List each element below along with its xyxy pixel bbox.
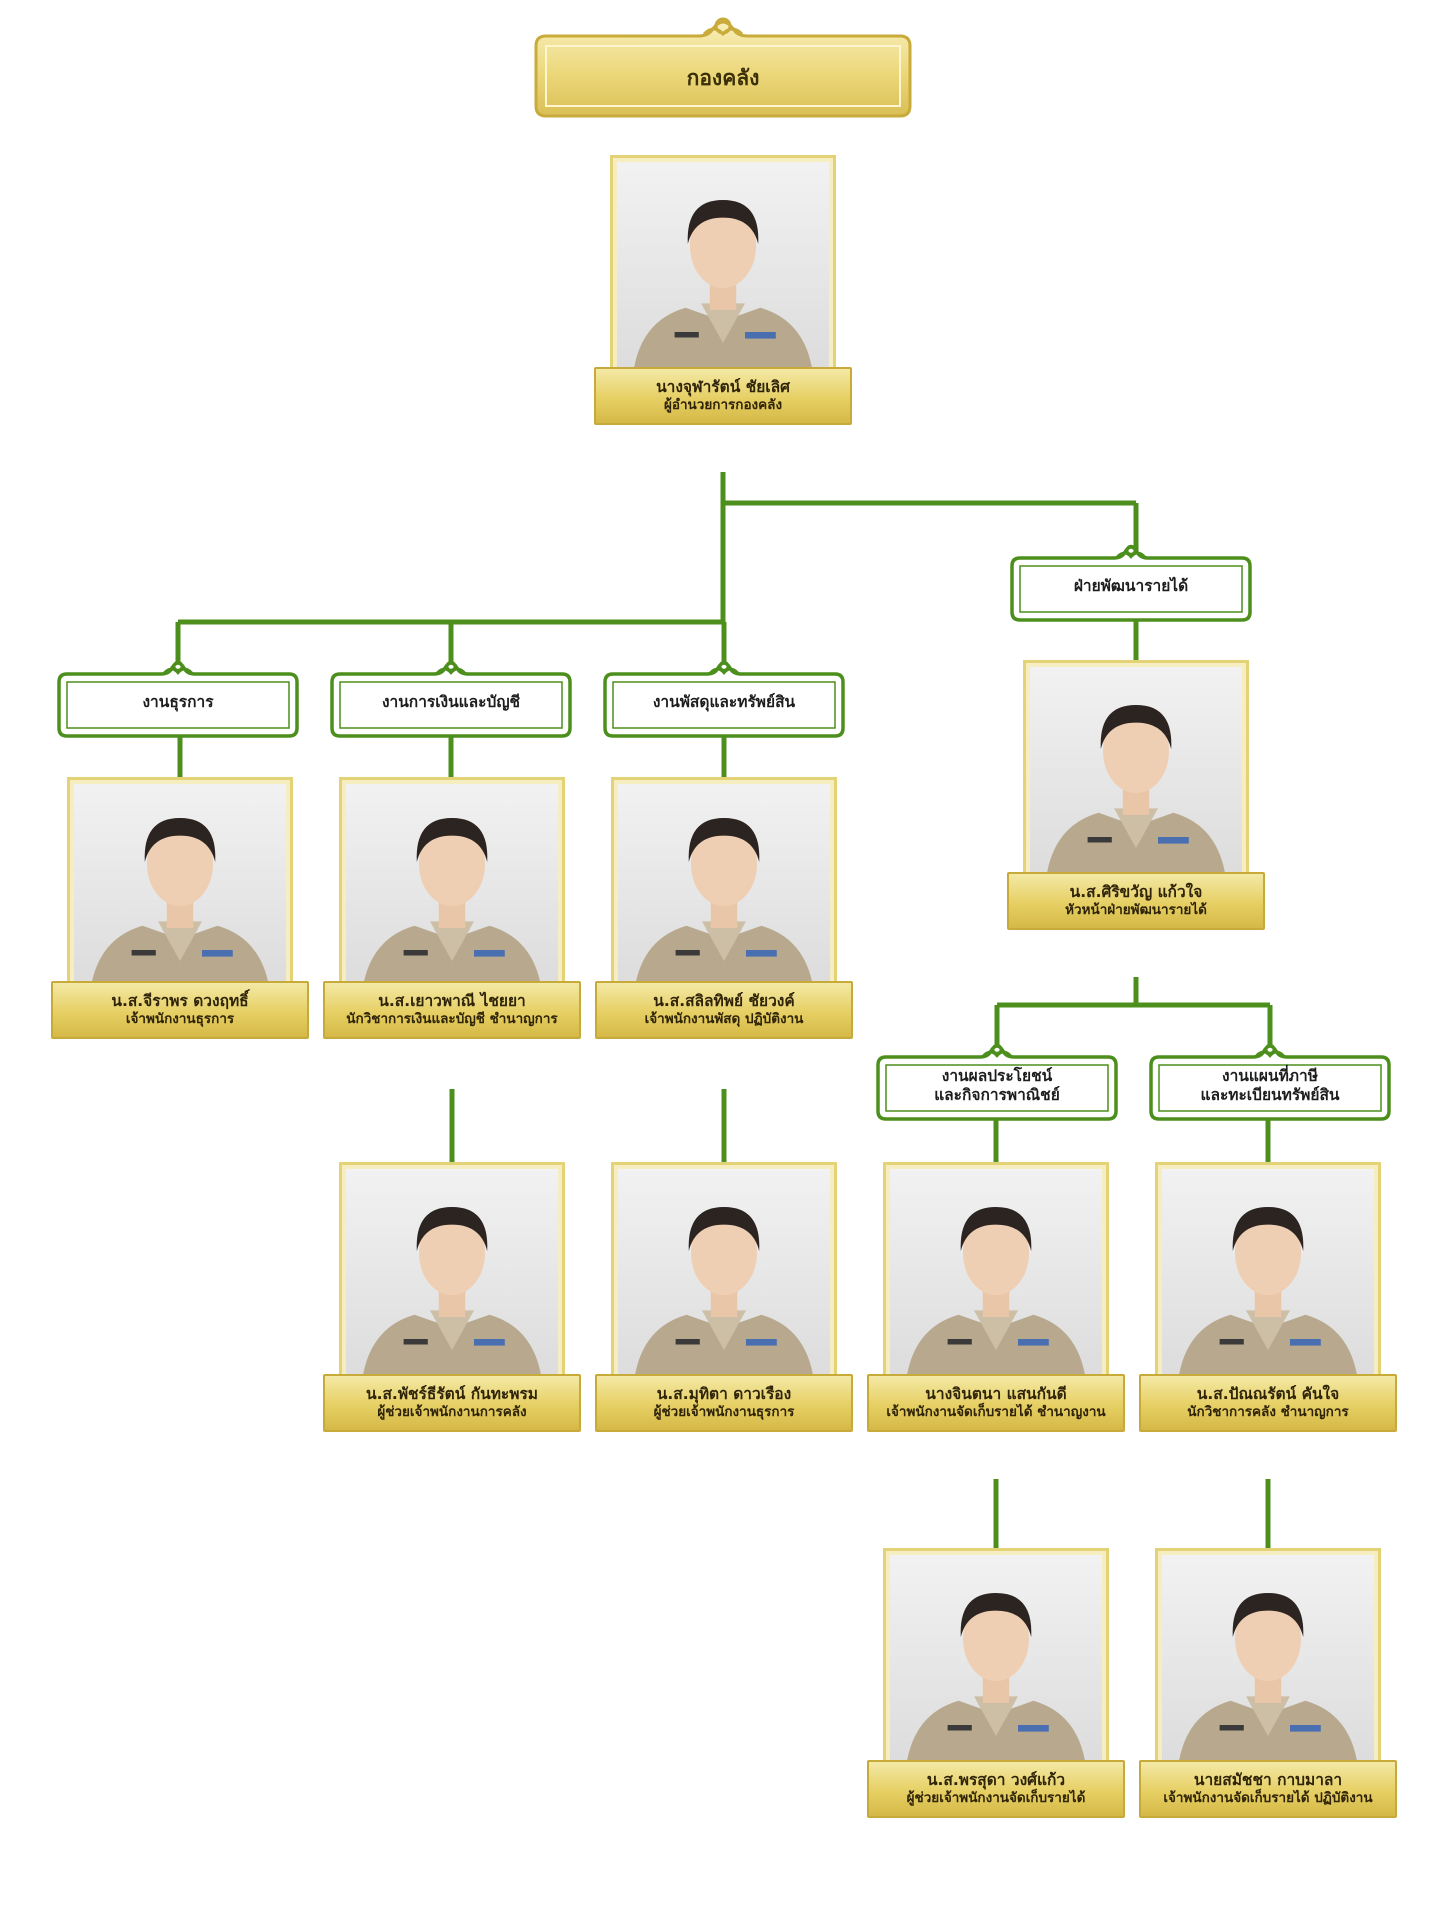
unit-label: งานพัสดุและทรัพย์สิน (652, 693, 796, 712)
person-name: น.ส.ศิริขวัญ แก้วใจ (1069, 883, 1203, 902)
unit-supply: งานพัสดุและทรัพย์สิน (597, 652, 851, 746)
person-name: น.ส.เยาวพาณี ไชยยา (378, 992, 526, 1011)
person-name: น.ส.มุทิตา ดาวเรือง (656, 1385, 792, 1404)
person-position: ผู้ช่วยเจ้าพนักงานจัดเก็บรายได้ (906, 1790, 1086, 1807)
person-card: น.ส.สลิลทิพย์ ชัยวงค์เจ้าพนักงานพัสดุ ปฏ… (595, 777, 853, 1039)
person-position: ผู้ช่วยเจ้าพนักงานการคลัง (377, 1404, 527, 1421)
person-portrait (90, 818, 270, 988)
person-name: นางจุฬารัตน์ ชัยเลิศ (656, 378, 790, 397)
person-name: น.ส.จีราพร ดวงฤทธิ์ (111, 992, 249, 1011)
person-name: น.ส.พัชร์ธีรัตน์ กันทะพรม (365, 1385, 539, 1404)
photo-frame (610, 155, 836, 377)
unit-label: งานการเงินและบัญชี (381, 693, 521, 712)
person-position: หัวหน้าฝ่ายพัฒนารายได้ (1065, 902, 1207, 919)
photo-frame (1023, 660, 1249, 882)
person-portrait (1178, 1593, 1358, 1767)
person-position: นักวิชาการเงินและบัญชี ชำนาญการ (346, 1011, 558, 1028)
person-card: น.ส.ศิริขวัญ แก้วใจหัวหน้าฝ่ายพัฒนารายได… (1007, 660, 1265, 930)
photo-frame (611, 1162, 837, 1384)
person-portrait (1178, 1207, 1358, 1381)
title-banner: กองคลัง (526, 10, 920, 120)
unit-mapping: งานแผนที่ภาษี และทะเบียนทรัพย์สิน (1143, 1035, 1397, 1129)
person-card: นางจินตนา แสนกันดีเจ้าพนักงานจัดเก็บรายไ… (867, 1162, 1125, 1432)
name-plate: น.ส.พรสุดา วงศ์แก้วผู้ช่วยเจ้าพนักงานจัด… (867, 1760, 1125, 1818)
photo-frame (67, 777, 293, 991)
page-title: กองคลัง (686, 66, 760, 90)
person-card: น.ส.ปัณณรัตน์ คันใจนักวิชาการคลัง ชำนาญก… (1139, 1162, 1397, 1432)
person-name: น.ส.พรสุดา วงศ์แก้ว (926, 1771, 1066, 1790)
person-name: น.ส.สลิลทิพย์ ชัยวงค์ (653, 992, 795, 1011)
person-card: น.ส.พรสุดา วงศ์แก้วผู้ช่วยเจ้าพนักงานจัด… (867, 1548, 1125, 1818)
photo-frame (1155, 1548, 1381, 1770)
name-plate: น.ส.สลิลทิพย์ ชัยวงค์เจ้าพนักงานพัสดุ ปฏ… (595, 981, 853, 1039)
photo-frame (883, 1548, 1109, 1770)
person-position: ผู้ช่วยเจ้าพนักงานธุรการ (653, 1404, 795, 1421)
unit-admin: งานธุรการ (51, 652, 305, 746)
name-plate: น.ส.ศิริขวัญ แก้วใจหัวหน้าฝ่ายพัฒนารายได… (1007, 872, 1265, 930)
person-position: เจ้าพนักงานพัสดุ ปฏิบัติงาน (644, 1011, 804, 1028)
person-portrait (906, 1593, 1086, 1767)
person-position: ผู้อำนวยการกองคลัง (663, 397, 783, 414)
name-plate: น.ส.พัชร์ธีรัตน์ กันทะพรมผู้ช่วยเจ้าพนัก… (323, 1374, 581, 1432)
person-card: น.ส.จีราพร ดวงฤทธิ์เจ้าพนักงานธุรการ (51, 777, 309, 1039)
person-position: เจ้าพนักงานธุรการ (125, 1011, 235, 1028)
unit-label: งานธุรการ (142, 693, 214, 712)
unit-label: งานผลประโยชน์ และกิจการพาณิชย์ (934, 1066, 1060, 1104)
person-portrait (362, 818, 542, 988)
unit-label: งานแผนที่ภาษี และทะเบียนทรัพย์สิน (1200, 1066, 1340, 1104)
person-position: เจ้าพนักงานจัดเก็บรายได้ ปฏิบัติงาน (1163, 1790, 1373, 1807)
photo-frame (339, 777, 565, 991)
name-plate: น.ส.เยาวพาณี ไชยยานักวิชาการเงินและบัญชี… (323, 981, 581, 1039)
person-card: นางจุฬารัตน์ ชัยเลิศผู้อำนวยการกองคลัง (594, 155, 852, 425)
person-name: น.ส.ปัณณรัตน์ คันใจ (1196, 1385, 1340, 1404)
unit-finance: งานการเงินและบัญชี (324, 652, 578, 746)
person-card: น.ส.มุทิตา ดาวเรืองผู้ช่วยเจ้าพนักงานธุร… (595, 1162, 853, 1432)
name-plate: นางจินตนา แสนกันดีเจ้าพนักงานจัดเก็บรายไ… (867, 1374, 1125, 1432)
photo-frame (611, 777, 837, 991)
unit-commerce: งานผลประโยชน์ และกิจการพาณิชย์ (870, 1035, 1124, 1129)
name-plate: น.ส.ปัณณรัตน์ คันใจนักวิชาการคลัง ชำนาญก… (1139, 1374, 1397, 1432)
person-card: น.ส.เยาวพาณี ไชยยานักวิชาการเงินและบัญชี… (323, 777, 581, 1039)
photo-frame (339, 1162, 565, 1384)
unit-revenue: ฝ่ายพัฒนารายได้ (1004, 536, 1258, 630)
name-plate: นายสมัชชา กาบมาลาเจ้าพนักงานจัดเก็บรายได… (1139, 1760, 1397, 1818)
person-card: น.ส.พัชร์ธีรัตน์ กันทะพรมผู้ช่วยเจ้าพนัก… (323, 1162, 581, 1432)
person-position: นักวิชาการคลัง ชำนาญการ (1187, 1404, 1349, 1421)
person-name: นางจินตนา แสนกันดี (925, 1385, 1067, 1404)
name-plate: น.ส.จีราพร ดวงฤทธิ์เจ้าพนักงานธุรการ (51, 981, 309, 1039)
person-portrait (1046, 705, 1226, 879)
person-card: นายสมัชชา กาบมาลาเจ้าพนักงานจัดเก็บรายได… (1139, 1548, 1397, 1818)
person-portrait (634, 818, 814, 988)
person-portrait (634, 1207, 814, 1381)
person-name: นายสมัชชา กาบมาลา (1193, 1771, 1343, 1790)
person-portrait (362, 1207, 542, 1381)
person-position: เจ้าพนักงานจัดเก็บรายได้ ชำนาญงาน (886, 1404, 1106, 1421)
name-plate: น.ส.มุทิตา ดาวเรืองผู้ช่วยเจ้าพนักงานธุร… (595, 1374, 853, 1432)
photo-frame (883, 1162, 1109, 1384)
person-portrait (906, 1207, 1086, 1381)
photo-frame (1155, 1162, 1381, 1384)
person-portrait (633, 200, 813, 374)
name-plate: นางจุฬารัตน์ ชัยเลิศผู้อำนวยการกองคลัง (594, 367, 852, 425)
unit-label: ฝ่ายพัฒนารายได้ (1073, 577, 1189, 596)
